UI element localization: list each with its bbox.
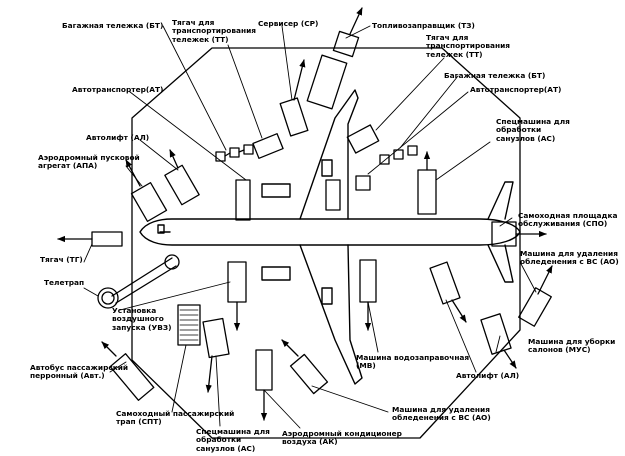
lavatory-truck-bottom-vehicle [202,317,230,359]
air-start-unit [227,261,247,303]
tug-left-vehicle [91,231,123,247]
teletrap-bridge [97,254,180,309]
tug-right [346,124,380,154]
lower-stabilizer [487,244,514,283]
tug-top [252,133,284,159]
label-teletrap: Телетрап [44,278,85,287]
label-baggage-cart-top: Багажная тележка (БТ) [62,21,164,30]
service-zone-octagon [131,47,521,439]
label-autolift-right: Автолифт (АЛ) [456,371,520,380]
deicing-bottom-vehicle [289,353,329,395]
apron-bus-vehicle [109,353,155,401]
gpu-vehicle [130,181,168,223]
label-tug: Тягач (ТГ) [40,255,83,264]
auto-transporter-top-box [325,179,341,211]
auto-transporter-right-vehicle [355,175,371,191]
label-water-truck: Машина водозаправочная(МВ) [356,353,470,371]
lower-wing [299,244,363,385]
label-autolift-left: Автолифт (АЛ) [86,133,150,142]
upper-engine-2 [321,159,333,177]
upper-wing [299,89,359,220]
leader-lines [83,25,537,429]
deicing-right-vehicle [518,287,552,327]
fuel-truck-vehicle [306,54,348,110]
label-fuel-truck: Топливозаправщик (ТЗ) [372,21,475,30]
label-servicer: Сервисер (СР) [258,19,319,28]
upper-stabilizer [487,181,514,220]
label-baggage-cart-right: Багажная тележка (БТ) [444,71,546,80]
upper-engine [261,183,291,198]
auto-transporter-left-vehicle [235,179,251,221]
label-auto-transporter-left: Автотранспортер(АТ) [72,85,164,94]
label-auto-transporter-right: Автотранспортер(АТ) [470,85,562,94]
water-truck-vehicle [359,259,377,303]
self-stair-vehicle [177,304,201,346]
cabin-cleaning-vehicle [480,313,512,355]
baggage-cart-chain-top [215,144,254,162]
autolift-right-vehicle [429,261,461,305]
baggage-cart-chain-right [379,145,418,165]
autolift-left-vehicle [164,164,200,206]
vehicles [57,7,553,421]
aircraft-silhouette [139,89,521,385]
lower-engine-2 [321,287,333,305]
servicer-vehicle [279,97,309,137]
air-conditioner-vehicle [255,349,273,391]
fuselage [139,218,521,246]
lower-engine [261,266,291,281]
fuel-truck-cabin [332,30,360,58]
lavatory-truck-right-vehicle [417,169,437,215]
